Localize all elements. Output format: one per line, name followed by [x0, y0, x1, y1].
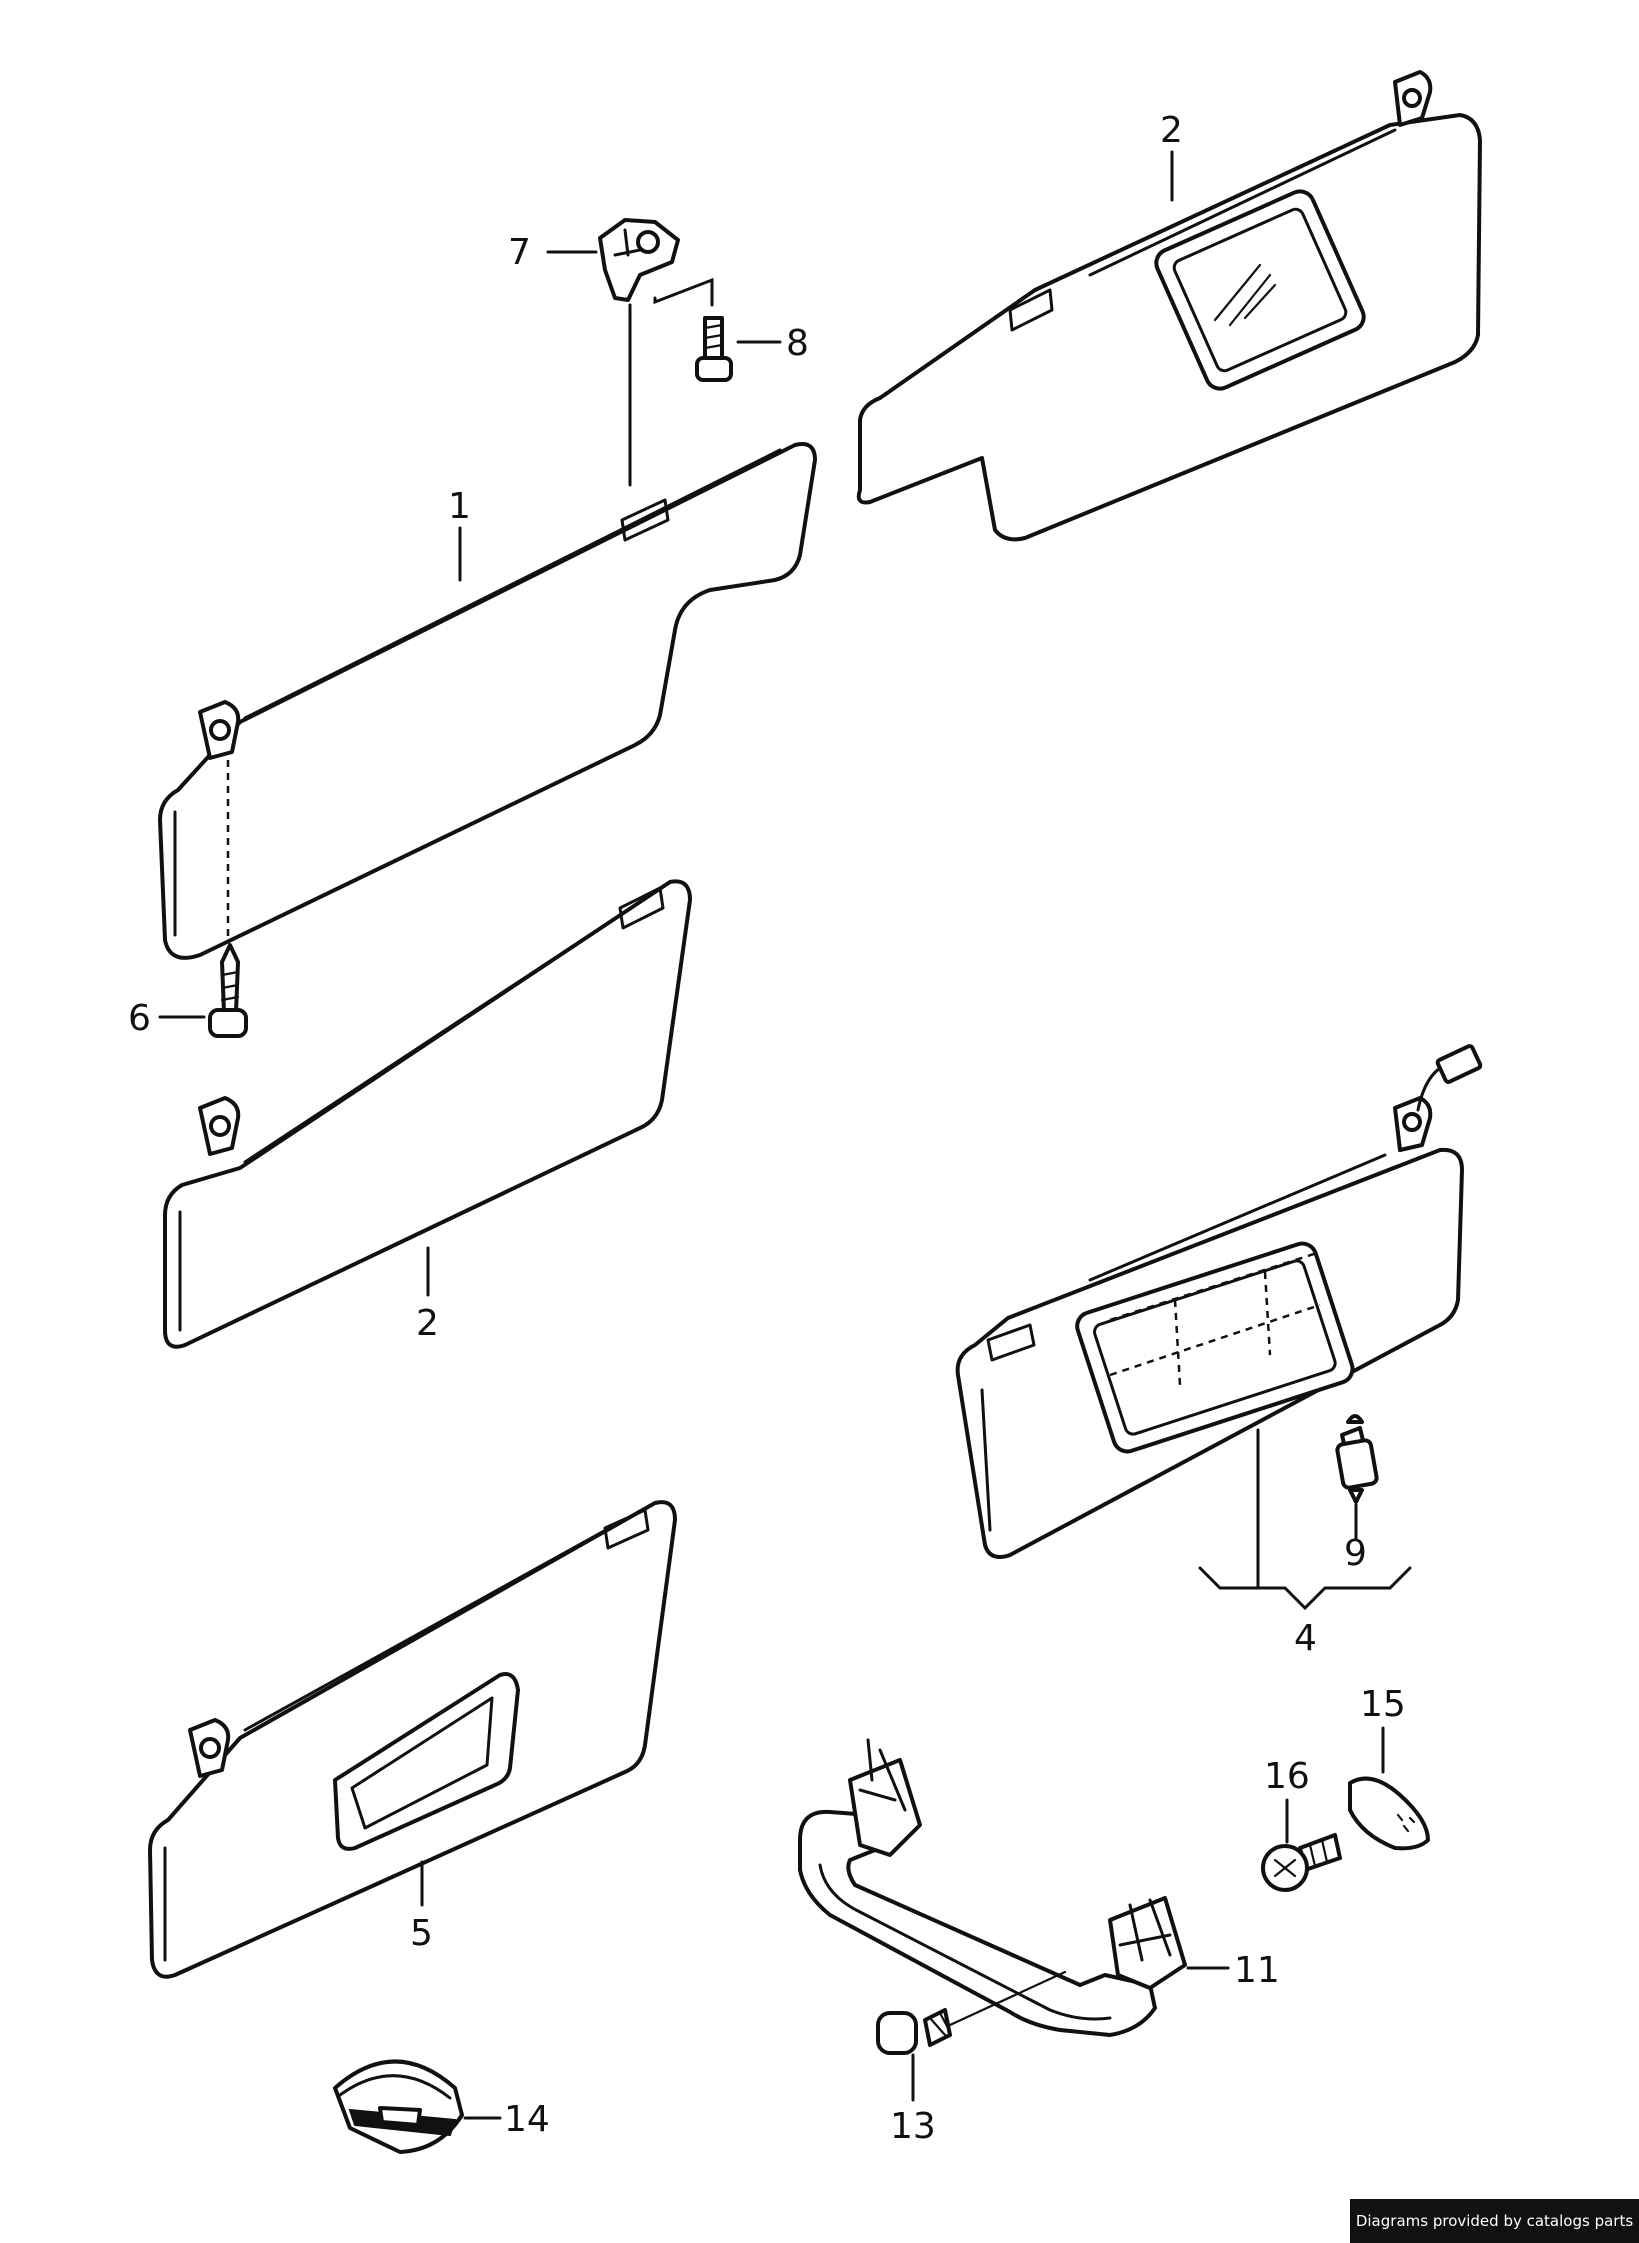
screw-16[interactable] — [1261, 1833, 1342, 1892]
callout-14: 14 — [504, 2099, 550, 2140]
visor-hinge-2[interactable] — [198, 1096, 241, 1156]
visor-mount-bracket[interactable] — [598, 218, 714, 307]
callout-1: 1 — [448, 486, 471, 527]
callout-8: 8 — [786, 323, 809, 364]
callout-6: 6 — [128, 998, 151, 1039]
sun-visor-4-illuminated[interactable] — [955, 1044, 1483, 1559]
callout-5: 5 — [410, 1913, 433, 1954]
callout-7: 7 — [508, 232, 531, 273]
visor-hinge-1[interactable] — [198, 700, 241, 760]
handle-screw-axis — [948, 1970, 1067, 2027]
visor-clip-14[interactable] — [333, 2059, 464, 2154]
callout-13: 13 — [890, 2106, 936, 2147]
callout-9: 9 — [1344, 1533, 1367, 1574]
grab-handle-11[interactable] — [798, 1738, 1187, 2037]
sun-visor-top-right[interactable] — [856, 70, 1482, 542]
screw-6[interactable] — [208, 943, 248, 1038]
callout-4: 4 — [1294, 1618, 1317, 1659]
sun-visor-5-mirror[interactable] — [148, 1500, 677, 1979]
callout-2-top: 2 — [1160, 110, 1183, 151]
callout-11: 11 — [1234, 1950, 1280, 1991]
visor-hinge-5[interactable] — [188, 1718, 231, 1778]
sun-visor-2-plain[interactable] — [163, 879, 692, 1349]
sun-visor-1[interactable] — [158, 442, 817, 960]
screw-8[interactable] — [695, 316, 733, 382]
brace-4 — [1198, 1566, 1412, 1611]
bulb-9[interactable] — [1335, 1414, 1379, 1504]
screw-13[interactable] — [876, 2008, 952, 2055]
callout-15: 15 — [1360, 1684, 1406, 1725]
callout-2-left: 2 — [416, 1303, 439, 1344]
callout-16: 16 — [1264, 1756, 1310, 1797]
credit-footer: Diagrams provided by catalogs parts — [1350, 2199, 1639, 2243]
cover-cap-15[interactable] — [1348, 1776, 1430, 1851]
